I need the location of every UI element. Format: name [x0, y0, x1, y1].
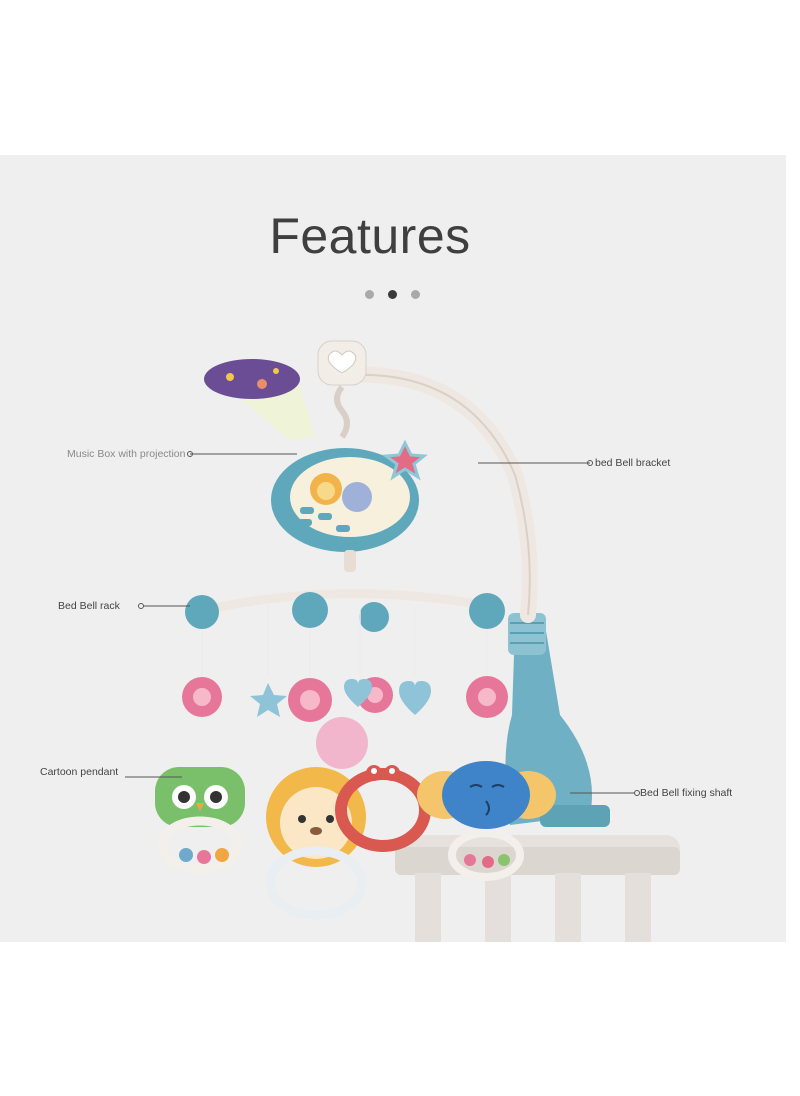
music-box — [271, 439, 428, 572]
callout-lines — [125, 451, 640, 796]
crib-rail — [395, 835, 680, 942]
baby-mobile-illustration — [125, 340, 680, 942]
page-title: Features — [269, 208, 471, 264]
product-feature-panel: Features Music Box with projection bed B… — [0, 155, 786, 942]
callout-bed-bell-rack: Bed Bell rack — [58, 600, 120, 612]
hanging-strings — [201, 605, 488, 680]
carousel-dot-1[interactable] — [365, 290, 374, 299]
carousel-dot-3[interactable] — [411, 290, 420, 299]
carousel-dot-2[interactable] — [388, 290, 397, 299]
heart-hook — [317, 340, 367, 439]
hanging-charms — [182, 676, 508, 769]
carousel-dots — [365, 290, 420, 299]
callout-bed-bell-bracket: bed Bell bracket — [595, 457, 671, 469]
projection — [204, 359, 315, 440]
callout-music-box: Music Box with projection — [67, 448, 186, 460]
elephant-pendant — [417, 761, 556, 881]
owl-pendant — [155, 767, 245, 874]
callout-bed-bell-fixing-shaft: Bed Bell fixing shaft — [640, 787, 733, 799]
bell-rack — [185, 589, 505, 632]
callout-cartoon-pendant: Cartoon pendant — [40, 766, 119, 778]
